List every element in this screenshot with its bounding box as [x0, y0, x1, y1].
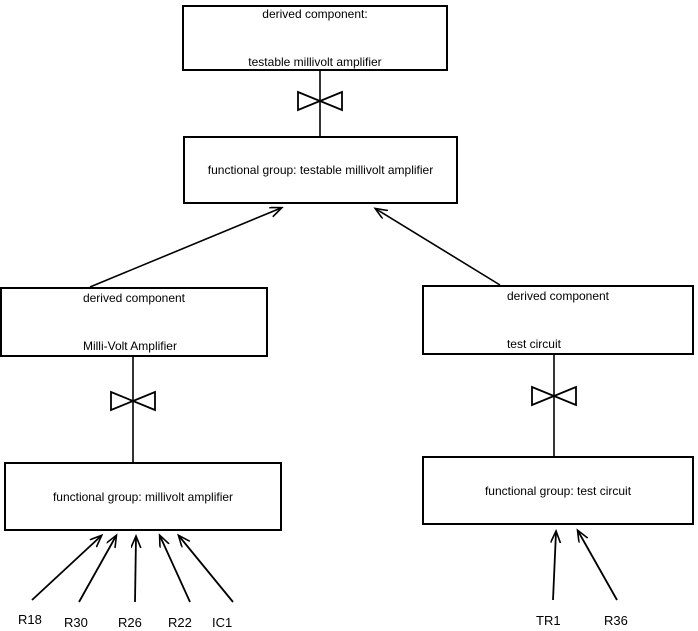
arrow-tr1: [553, 532, 556, 601]
node-label-line1: functional group: test circuit: [484, 483, 632, 498]
part-label-r36: R36: [604, 613, 628, 628]
node-derived-milli-volt-amplifier[interactable]: derived component Milli-Volt Amplifier: [0, 287, 268, 357]
node-label: functional group: testable millivolt amp…: [208, 130, 433, 210]
bowtie-aggregation-symbol-top: [297, 90, 343, 112]
node-label-line2: Milli-Volt Amplifier: [82, 339, 177, 353]
arrow-r18: [31, 536, 101, 601]
node-fg-testable-millivolt-amplifier[interactable]: functional group: testable millivolt amp…: [183, 136, 458, 204]
part-label-r22: R22: [168, 615, 192, 630]
node-derived-testable-millivolt-amplifier[interactable]: derived component: testable millivolt am…: [182, 5, 448, 71]
link-milli-volt-to-fg-testable: [89, 208, 281, 288]
node-derived-test-circuit[interactable]: derived component test circuit: [422, 285, 694, 355]
node-label: functional group: millivolt amplifier: [53, 457, 233, 537]
node-label-line1: functional group: testable millivolt amp…: [207, 163, 434, 177]
node-label: derived component test circuit: [507, 256, 609, 384]
node-label-line2: test circuit: [506, 337, 561, 351]
part-label-r26: R26: [118, 615, 142, 630]
arrow-ic1: [179, 536, 234, 603]
node-label-line2: testable millivolt amplifier: [248, 55, 382, 69]
node-label-line1: functional group: millivolt amplifier: [52, 489, 234, 504]
part-label-r30: R30: [64, 615, 88, 630]
arrow-r36: [578, 531, 618, 601]
bowtie-aggregation-symbol-left: [110, 390, 156, 412]
bowtie-aggregation-symbol-right: [531, 385, 577, 407]
part-label-ic1: IC1: [212, 615, 233, 630]
link-test-circuit-to-fg-testable: [376, 209, 501, 286]
arrow-r26: [135, 537, 136, 603]
arrow-r30: [78, 536, 116, 603]
node-label-line1: derived component: [82, 291, 186, 305]
node-label-line1: derived component:: [262, 7, 368, 21]
node-label: functional group: test circuit: [485, 451, 631, 531]
node-label-line1: derived component: [506, 289, 610, 303]
arrow-r22: [160, 536, 191, 603]
node-fg-test-circuit[interactable]: functional group: test circuit: [422, 456, 694, 525]
node-label: derived component: testable millivolt am…: [248, 0, 381, 102]
part-label-r18: R18: [18, 612, 42, 627]
part-label-tr1: TR1: [536, 613, 561, 628]
node-label: derived component Milli-Volt Amplifier: [83, 258, 185, 386]
node-fg-millivolt-amplifier[interactable]: functional group: millivolt amplifier: [4, 462, 282, 531]
